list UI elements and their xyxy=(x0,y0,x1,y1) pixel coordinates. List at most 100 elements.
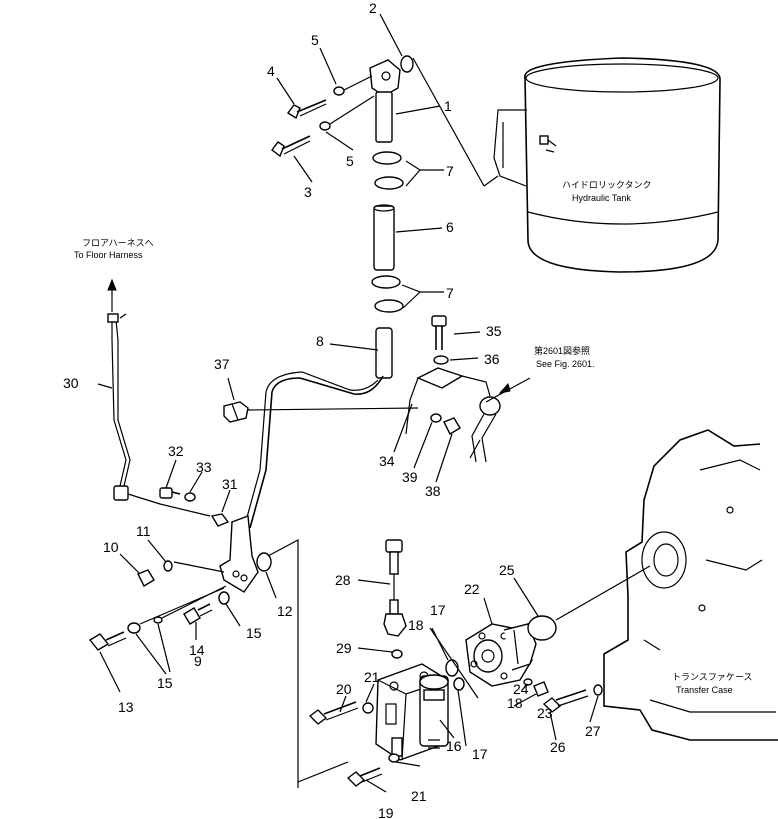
transfer-case xyxy=(603,429,778,741)
callout-27: 27 xyxy=(585,723,601,739)
o-ring xyxy=(391,649,403,659)
valve-bracket xyxy=(219,515,259,593)
callout-15a: 15 xyxy=(246,625,262,641)
washer xyxy=(593,684,603,696)
bolt xyxy=(286,99,327,120)
o-ring xyxy=(445,659,459,677)
bolt xyxy=(542,689,589,713)
arrow-head xyxy=(498,382,511,394)
valve-body xyxy=(375,663,449,761)
callout-12: 12 xyxy=(277,603,293,619)
hose-clamp xyxy=(372,151,402,165)
leader-line xyxy=(401,284,422,309)
bolt xyxy=(346,767,383,787)
leader-line xyxy=(405,160,421,187)
callout-9: 9 xyxy=(194,653,202,669)
callout-13: 13 xyxy=(118,699,134,715)
elbow-fitting xyxy=(369,59,401,97)
callout-10: 10 xyxy=(103,539,119,555)
bolt xyxy=(159,487,181,499)
washer xyxy=(127,622,141,634)
callout-21b: 21 xyxy=(411,788,427,804)
callout-2: 2 xyxy=(369,0,377,16)
callout-18b: 18 xyxy=(507,695,523,711)
bolt xyxy=(431,315,447,350)
see-fig-label-jp: 第2601図参照 xyxy=(534,345,590,356)
callout-11: 11 xyxy=(136,523,151,539)
callout-8: 8 xyxy=(316,333,324,349)
callout-7a: 7 xyxy=(446,163,454,179)
callout-7b: 7 xyxy=(446,285,454,301)
callout-20: 20 xyxy=(336,681,352,697)
callout-22: 22 xyxy=(464,581,480,597)
bolt xyxy=(271,135,311,158)
plug xyxy=(533,681,549,697)
callout-15b: 15 xyxy=(157,675,173,691)
callout-16: 16 xyxy=(446,738,462,754)
callout-26: 26 xyxy=(550,739,566,755)
callout-5a: 5 xyxy=(311,32,319,48)
callout-34: 34 xyxy=(379,453,395,469)
hose-clamp xyxy=(374,176,404,190)
hose-clamp xyxy=(374,299,404,313)
callout-4: 4 xyxy=(267,63,275,79)
washer xyxy=(430,413,442,423)
leader-line xyxy=(329,95,375,125)
callout-1: 1 xyxy=(444,98,452,114)
washer xyxy=(362,702,374,714)
washer xyxy=(184,492,196,502)
tube xyxy=(375,327,393,379)
callout-33: 33 xyxy=(196,459,212,475)
callout-6: 6 xyxy=(446,219,454,235)
tank-label-en: Hydraulic Tank xyxy=(572,193,631,203)
transfer-case-label-en: Transfer Case xyxy=(676,685,733,695)
callout-3: 3 xyxy=(304,184,312,200)
transfer-case-label-jp: トランスファケース xyxy=(672,672,752,682)
tube xyxy=(249,375,384,529)
harness-label-jp: フロアハーネスへ xyxy=(82,238,154,248)
see-fig-label-en: See Fig. 2601. xyxy=(536,359,595,369)
washer xyxy=(218,591,230,605)
sensor xyxy=(383,539,407,637)
o-ring xyxy=(523,678,533,686)
callout-5b: 5 xyxy=(346,153,354,169)
wire-harness xyxy=(107,313,211,517)
pipe xyxy=(375,91,393,143)
callout-18a: 18 xyxy=(408,617,424,633)
nut xyxy=(210,513,230,527)
callout-24: 24 xyxy=(513,681,529,697)
callout-28: 28 xyxy=(335,572,351,588)
callout-23: 23 xyxy=(537,705,553,721)
washer xyxy=(333,86,345,96)
leader-line xyxy=(483,175,499,187)
callout-38: 38 xyxy=(425,483,441,499)
callout-35: 35 xyxy=(486,323,502,339)
o-ring xyxy=(163,560,173,572)
frame-line xyxy=(267,539,349,783)
callout-36: 36 xyxy=(484,351,500,367)
hose-clamp xyxy=(371,275,401,289)
callout-39: 39 xyxy=(402,469,418,485)
leader-line xyxy=(247,407,419,411)
callout-19: 19 xyxy=(378,805,394,819)
washer xyxy=(433,355,449,365)
o-ring xyxy=(153,616,163,624)
callout-37: 37 xyxy=(214,356,230,372)
callout-17a: 17 xyxy=(430,602,446,618)
washer xyxy=(319,121,331,131)
pipe-elbow xyxy=(461,375,501,463)
o-ring xyxy=(527,615,557,641)
hose xyxy=(373,205,395,271)
leader-line xyxy=(343,75,373,91)
tank-label-jp: ハイドロリックタンク xyxy=(562,180,651,190)
connector xyxy=(223,401,249,423)
callout-14: 14 xyxy=(189,642,205,658)
leader-line xyxy=(412,57,485,187)
bolt xyxy=(88,631,127,651)
callout-21a: 21 xyxy=(364,669,380,685)
hydraulic-tank xyxy=(493,57,721,273)
callout-31: 31 xyxy=(222,476,238,492)
callout-25: 25 xyxy=(499,562,515,578)
